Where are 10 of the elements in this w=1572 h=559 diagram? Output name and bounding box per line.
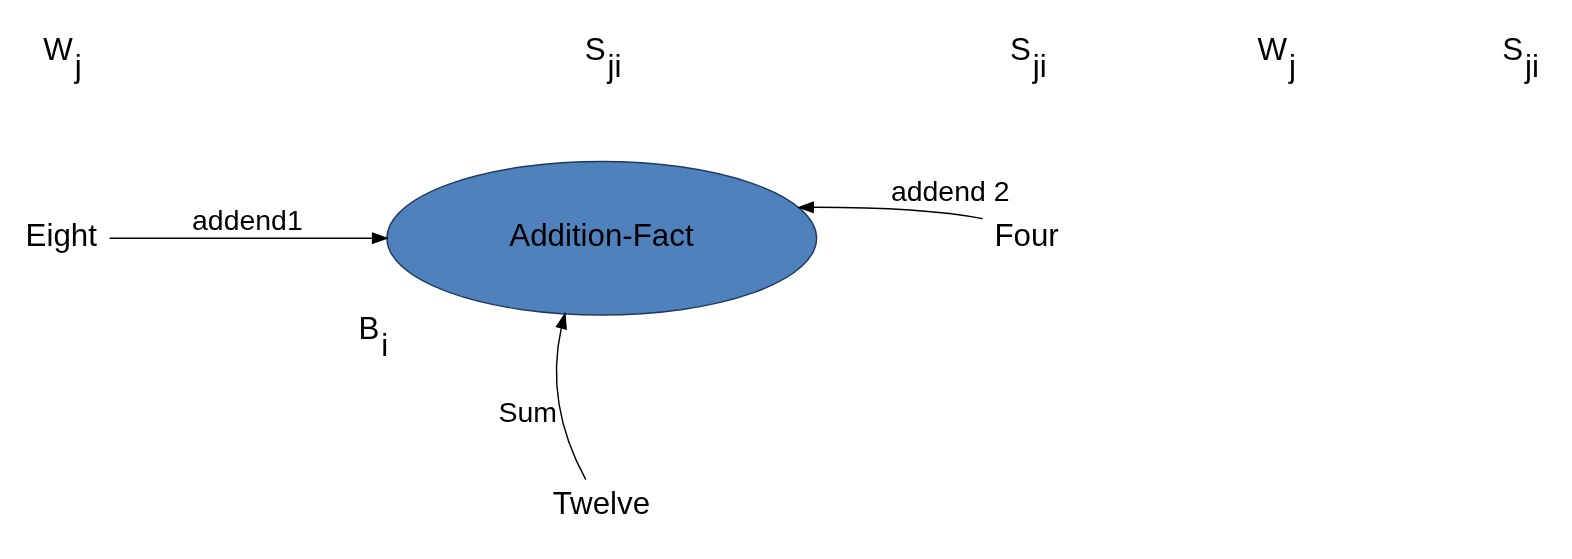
- edge-label: Sum: [498, 396, 558, 429]
- arrow: [796, 201, 984, 220]
- node-text: Four: [994, 218, 1059, 254]
- arrow: [108, 232, 389, 245]
- edge-label: addend 2: [890, 174, 1010, 207]
- edge-label: addend1: [192, 203, 303, 236]
- node-text: Twelve: [552, 485, 651, 521]
- arrow: [555, 312, 587, 481]
- node-text: Eight: [25, 218, 97, 254]
- node-ellipse: Addition-Fact: [386, 160, 818, 316]
